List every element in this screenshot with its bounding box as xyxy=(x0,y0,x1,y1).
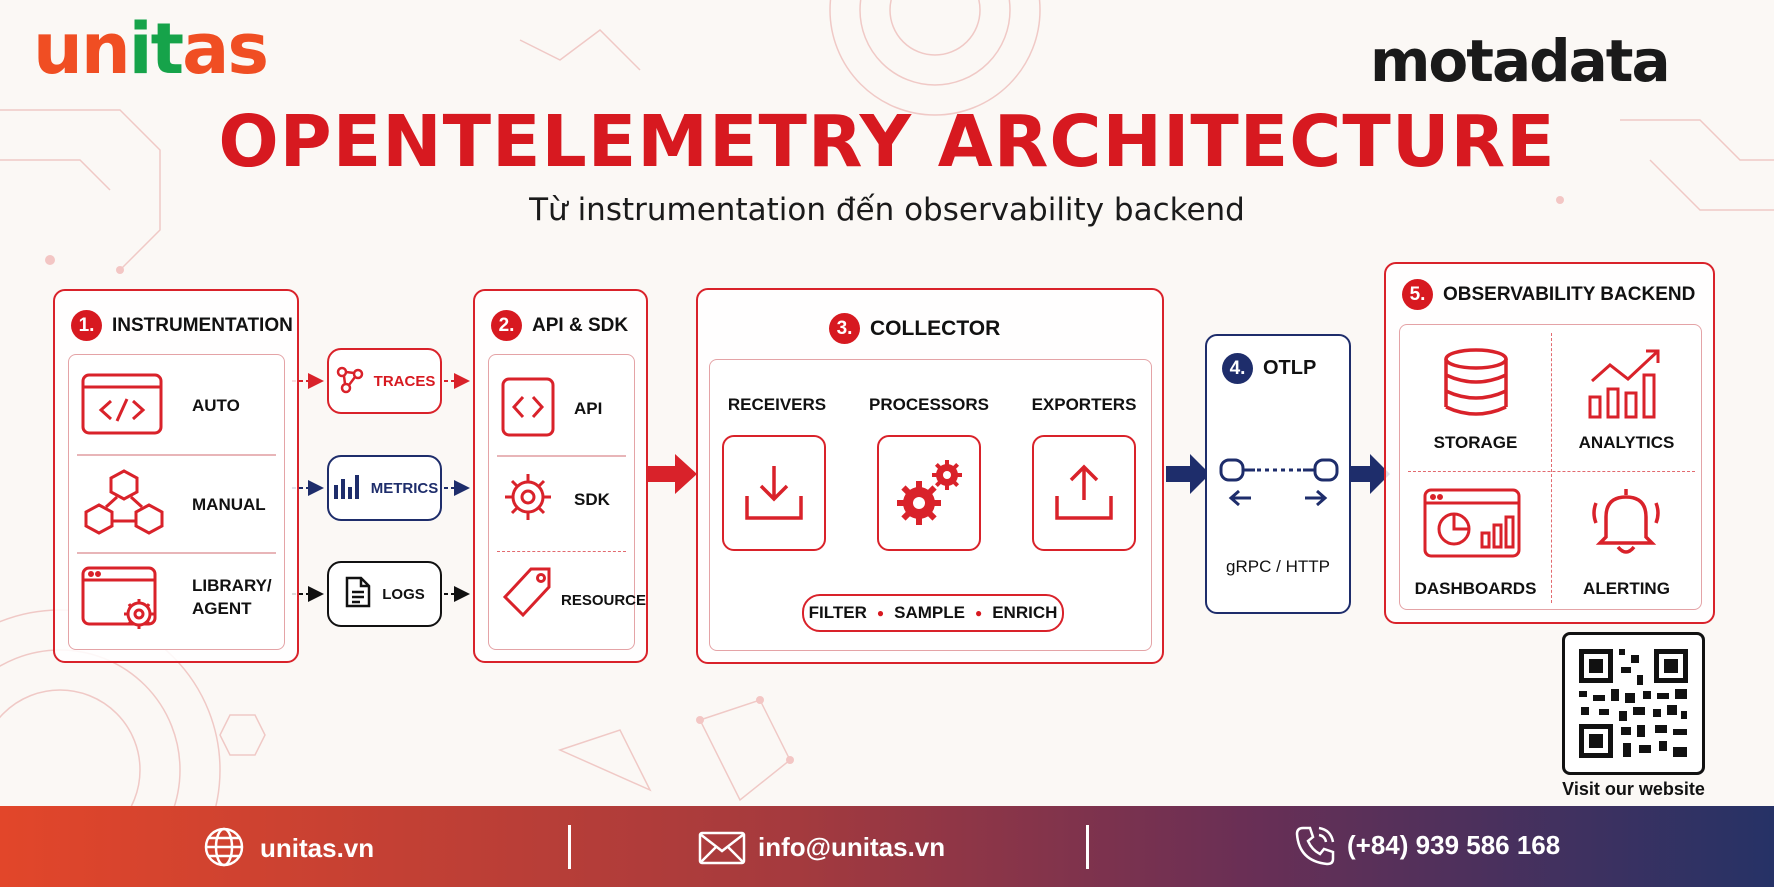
otlp-title: OTLP xyxy=(1263,357,1317,379)
footer-divider xyxy=(1086,825,1089,869)
api-sdk-title: API & SDK xyxy=(532,314,629,336)
traces-icon xyxy=(334,364,364,398)
backend-alerting-label[interactable]: ALERTING xyxy=(1583,579,1670,598)
collector-processors-label: PROCESSORS xyxy=(869,395,989,414)
instrumentation-list: AUTO MANUAL LIBRARY/ AGENT xyxy=(68,354,285,650)
op-enrich: ENRICH xyxy=(992,602,1058,622)
api-sdk-item-sdk[interactable]: SDK xyxy=(574,490,610,509)
footer-email[interactable]: info@unitas.vn xyxy=(758,832,946,862)
footer-website[interactable]: unitas.vn xyxy=(260,833,375,863)
gears-icon xyxy=(897,460,962,525)
download-icon xyxy=(745,466,803,520)
signal-traces[interactable]: TRACES xyxy=(327,348,442,414)
step-number: 3. xyxy=(829,313,860,344)
backend-analytics-label[interactable]: ANALYTICS xyxy=(1578,433,1675,452)
phone-icon xyxy=(1293,824,1337,873)
logs-label: LOGS xyxy=(382,585,425,603)
processor-ops: FILTER ● SAMPLE ● ENRICH xyxy=(802,594,1064,632)
page-title: OPENTELEMETRY ARCHITECTURE xyxy=(218,100,1556,183)
footer-phone[interactable]: (+84) 939 586 168 xyxy=(1347,830,1561,860)
globe-icon xyxy=(203,826,245,873)
op-sample: SAMPLE xyxy=(894,602,965,622)
api-sdk-item-resource[interactable]: RESOURCE xyxy=(561,592,647,609)
logo-part-it: it xyxy=(128,8,184,90)
footer-bar xyxy=(0,806,1774,887)
step-number: 2. xyxy=(491,310,522,341)
backend-grid: STORAGE ANALYTICS DASHBOARDS ALERTING xyxy=(1399,324,1702,610)
processors-box[interactable] xyxy=(877,435,981,551)
backend-panel: 5. OBSERVABILITY BACKEND STORAGE ANALYTI… xyxy=(1384,262,1715,624)
collector-panel: 3. COLLECTOR RECEIVERS PROCESSORS EXPORT… xyxy=(696,288,1164,664)
collector-receivers-label: RECEIVERS xyxy=(727,395,827,414)
receivers-box[interactable] xyxy=(722,435,826,551)
metrics-label: METRICS xyxy=(370,479,439,497)
otlp-protocol: gRPC / HTTP xyxy=(1226,557,1330,576)
api-sdk-panel: 2. API & SDK API SDK RESOURCE xyxy=(473,289,648,663)
api-sdk-item-api[interactable]: API xyxy=(574,399,603,418)
connector-icon xyxy=(1217,458,1341,523)
cubes-network-icon xyxy=(81,467,167,542)
backend-storage-label[interactable]: STORAGE xyxy=(1433,433,1518,452)
logo-part-as: as xyxy=(182,8,269,90)
instrumentation-panel: 1. INSTRUMENTATION AUTO MANUAL LIBRARY/ … xyxy=(53,289,299,663)
step-number: 5. xyxy=(1402,279,1433,310)
unitas-logo[interactable]: unitas xyxy=(33,14,269,84)
window-gear-icon xyxy=(81,566,167,641)
qr-caption: Visit our website xyxy=(1562,779,1705,799)
backend-dashboards-label[interactable]: DASHBOARDS xyxy=(1414,579,1537,598)
step-number: 4. xyxy=(1222,353,1253,384)
bar-chart-icon xyxy=(331,471,361,505)
api-sdk-list: API SDK RESOURCE xyxy=(488,354,646,650)
footer-divider xyxy=(568,825,571,869)
instrumentation-item-library-agent[interactable]: LIBRARY/ AGENT xyxy=(192,575,272,621)
document-icon xyxy=(344,575,372,613)
exporters-box[interactable] xyxy=(1032,435,1136,551)
mail-icon xyxy=(698,831,746,870)
signal-metrics[interactable]: METRICS xyxy=(327,455,442,521)
signal-logs[interactable]: LOGS xyxy=(327,561,442,627)
instrumentation-title: INSTRUMENTATION xyxy=(112,314,293,336)
upload-icon xyxy=(1055,464,1113,520)
database-icon xyxy=(1440,347,1512,424)
page-subtitle: Từ instrumentation đến observability bac… xyxy=(529,192,1245,228)
agent-label: AGENT xyxy=(192,598,252,618)
qr-code[interactable] xyxy=(1562,632,1705,775)
collector-title: COLLECTOR xyxy=(870,316,1001,340)
backend-title: OBSERVABILITY BACKEND xyxy=(1443,283,1696,305)
traces-label: TRACES xyxy=(373,372,436,390)
code-brackets-icon xyxy=(501,377,555,442)
otlp-panel: 4. OTLP gRPC / HTTP xyxy=(1205,334,1351,614)
collector-exporters-label: EXPORTERS xyxy=(1031,395,1137,414)
instrumentation-item-manual[interactable]: MANUAL xyxy=(192,495,266,514)
motadata-logo[interactable]: motadata xyxy=(1370,27,1671,95)
code-window-icon xyxy=(81,373,163,440)
dashboard-icon xyxy=(1422,487,1522,564)
analytics-icon xyxy=(1586,345,1666,426)
instrumentation-item-auto[interactable]: AUTO xyxy=(192,396,240,415)
op-filter: FILTER xyxy=(808,602,867,622)
tag-icon xyxy=(501,565,555,630)
step-number: 1. xyxy=(71,310,102,341)
logo-part-un: un xyxy=(33,8,131,90)
collector-pipeline: RECEIVERS PROCESSORS EXPORTERS FILTER ● … xyxy=(709,359,1152,651)
gear-icon xyxy=(501,470,555,529)
library-label: LIBRARY/ xyxy=(192,576,272,595)
bell-icon xyxy=(1586,481,1666,566)
